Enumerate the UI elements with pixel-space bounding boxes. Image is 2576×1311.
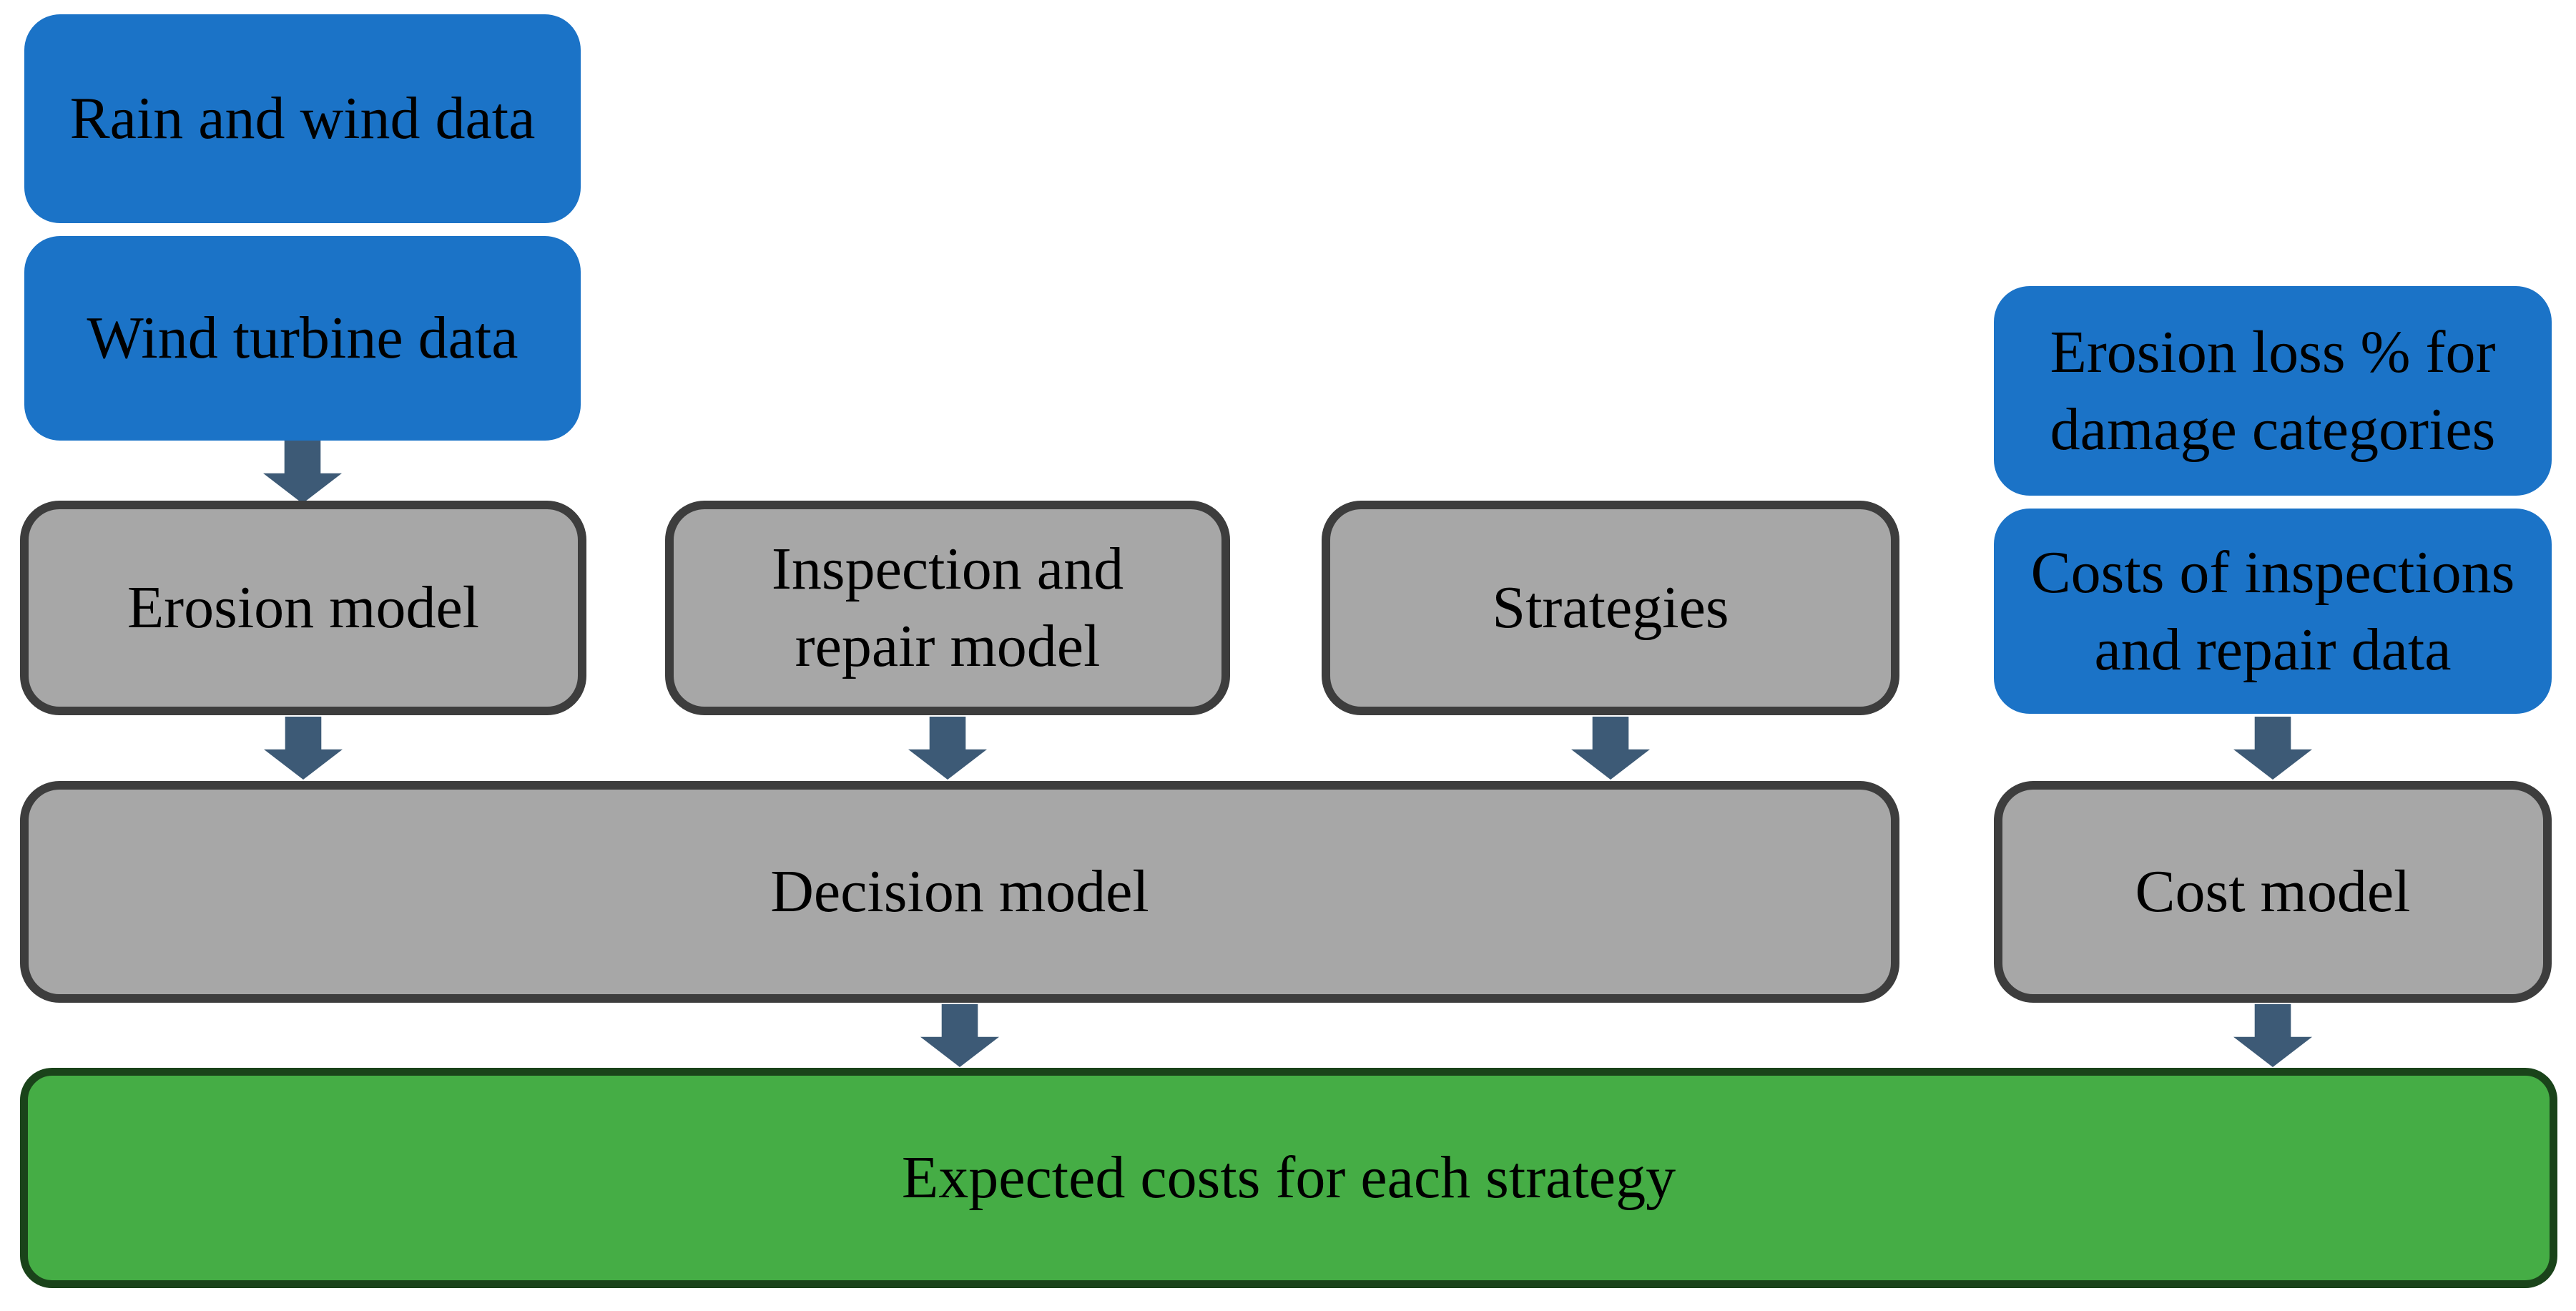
node-decision-model: Decision model bbox=[20, 781, 1899, 1003]
node-rain-and-wind-data: Rain and wind data bbox=[24, 14, 581, 223]
arrow-down-icon bbox=[1571, 717, 1650, 780]
node-costs-of-inspections-and-repair-data: Costs of inspections and repair data bbox=[1994, 509, 2552, 714]
arrow-down-icon bbox=[908, 717, 987, 780]
node-label: Costs of inspections and repair data bbox=[2030, 539, 2515, 683]
node-strategies: Strategies bbox=[1322, 501, 1899, 715]
node-label: Decision model bbox=[770, 858, 1149, 925]
node-erosion-model: Erosion model bbox=[20, 501, 586, 715]
node-wind-turbine-data: Wind turbine data bbox=[24, 236, 581, 441]
node-label: Strategies bbox=[1492, 574, 1729, 642]
node-label: Erosion loss % for damage categories bbox=[2050, 318, 2496, 463]
node-inspection-and-repair-model: Inspection and repair model bbox=[665, 501, 1230, 715]
node-expected-costs-for-each-strategy: Expected costs for each strategy bbox=[20, 1068, 2557, 1288]
node-erosion-loss-percent: Erosion loss % for damage categories bbox=[1994, 286, 2552, 496]
node-label: Wind turbine data bbox=[87, 305, 518, 372]
arrow-down-icon bbox=[263, 441, 342, 504]
node-label: Expected costs for each strategy bbox=[901, 1144, 1676, 1212]
node-label: Cost model bbox=[2135, 858, 2411, 925]
arrow-down-icon bbox=[264, 717, 343, 780]
node-label: Erosion model bbox=[127, 574, 480, 642]
arrow-down-icon bbox=[2233, 717, 2312, 780]
node-cost-model: Cost model bbox=[1994, 781, 2552, 1003]
arrow-down-icon bbox=[2233, 1004, 2312, 1067]
arrow-down-icon bbox=[920, 1004, 999, 1067]
node-label: Rain and wind data bbox=[69, 85, 536, 152]
node-label: Inspection and repair model bbox=[771, 536, 1124, 679]
